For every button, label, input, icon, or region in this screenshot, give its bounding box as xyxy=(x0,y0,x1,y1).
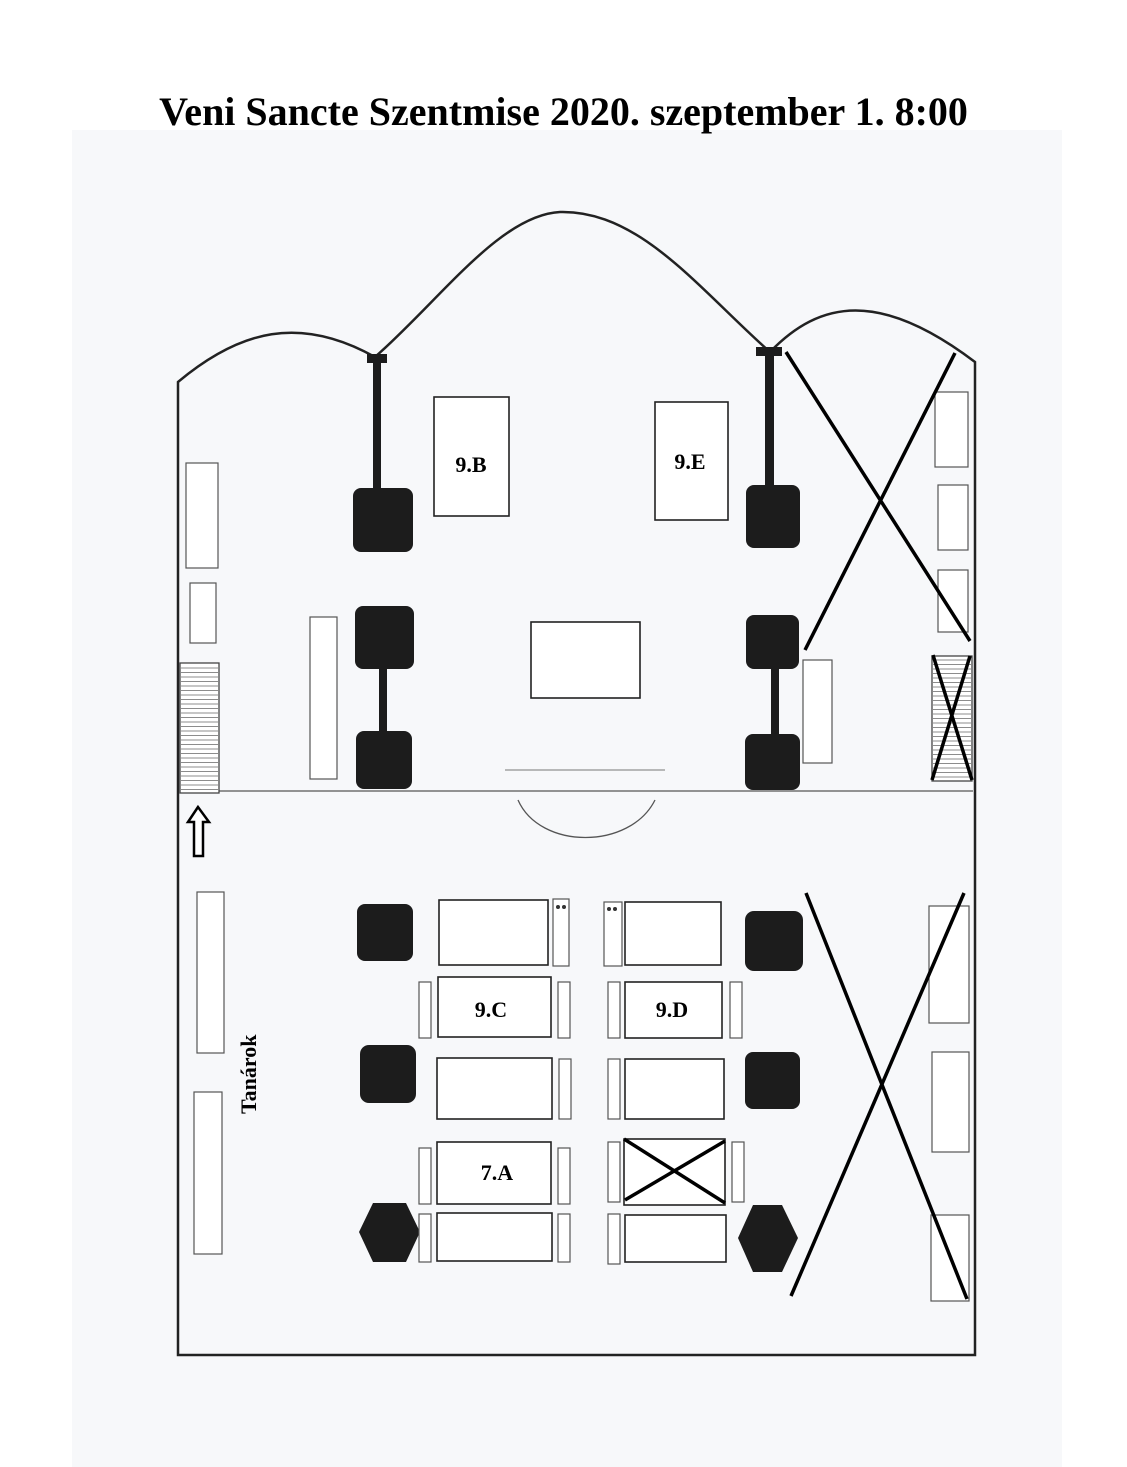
page-title: Veni Sancte Szentmise 2020. szeptember 1… xyxy=(159,89,968,134)
entrance-arrow-icon xyxy=(185,804,212,858)
pew-right-2 xyxy=(624,981,723,1039)
cross-out-pew-right-4 xyxy=(624,1139,726,1202)
pillar-choir-right-1 xyxy=(746,485,800,548)
cross-out-stairs-right xyxy=(930,655,972,781)
pillar-nave-right-1 xyxy=(745,911,803,971)
cross-out-choir-right xyxy=(784,351,972,642)
pillar-choir-right-2 xyxy=(746,615,799,669)
label-9c: 9.C xyxy=(475,997,507,1022)
pew-right-4-endcap-b xyxy=(731,1141,745,1203)
cross-out-nave-right xyxy=(789,892,966,1297)
label-9b: 9.B xyxy=(455,452,487,477)
cross-out-choir-right xyxy=(803,352,957,651)
bench-9b xyxy=(433,396,510,517)
pew-marker xyxy=(562,905,566,909)
altar xyxy=(530,621,641,699)
pillar-choir-left-1 xyxy=(353,488,413,552)
pew-marker xyxy=(613,907,617,911)
pew-left-5-endcap-a xyxy=(418,1213,432,1263)
pillar-choir-left-3 xyxy=(356,731,412,789)
pillar-nave-left-hexagon xyxy=(359,1203,420,1262)
beam-right-lower xyxy=(771,668,779,736)
pillar-nave-right-hexagon xyxy=(738,1205,798,1272)
pew-left-3 xyxy=(436,1057,553,1120)
pew-left-1 xyxy=(438,899,549,966)
beam-left xyxy=(373,360,381,490)
side-bench-left-1 xyxy=(185,462,219,569)
pew-left-2 xyxy=(437,976,552,1038)
altar-step-arc xyxy=(517,799,656,838)
pew-right-4-endcap-a xyxy=(607,1141,621,1203)
pillar-nave-right-2 xyxy=(745,1052,800,1109)
side-bench-left-3 xyxy=(309,616,338,780)
pew-right-2-endcap-a xyxy=(607,981,621,1039)
side-bench-right-2 xyxy=(937,484,969,551)
teachers-bench-1 xyxy=(196,891,225,1054)
pew-left-4-endcap-a xyxy=(418,1147,432,1205)
beam-right xyxy=(765,352,774,488)
cross-out-nave-right xyxy=(804,892,969,1300)
pew-marker xyxy=(556,905,560,909)
pew-left-2-endcap-b xyxy=(557,981,571,1039)
label-teachers: Tanárok xyxy=(236,1034,261,1114)
label-7a: 7.A xyxy=(481,1160,514,1185)
pew-right-3 xyxy=(624,1058,725,1120)
pew-right-2-endcap-b xyxy=(729,981,743,1039)
pew-left-5 xyxy=(436,1212,553,1262)
label-9e: 9.E xyxy=(674,449,705,474)
pew-right-end-1 xyxy=(603,901,623,967)
pew-left-2-endcap-a xyxy=(418,981,432,1039)
beam-left-lower xyxy=(379,668,387,734)
pillar-nave-left-2 xyxy=(360,1045,416,1103)
pillar-choir-right-3 xyxy=(745,734,800,790)
pew-right-5 xyxy=(624,1214,727,1263)
beam-left-top xyxy=(367,354,387,363)
pillar-choir-left-2 xyxy=(355,606,414,669)
pew-right-1 xyxy=(624,901,722,966)
side-bench-left-2 xyxy=(189,582,217,644)
pew-left-end-1 xyxy=(552,898,570,967)
side-bench-right-1 xyxy=(934,391,969,468)
side-bench-right-4 xyxy=(802,659,833,764)
beam-right-top xyxy=(756,347,782,356)
side-bench-right-nave-2 xyxy=(931,1051,970,1153)
label-9d: 9.D xyxy=(656,997,688,1022)
pew-marker xyxy=(607,907,611,911)
pew-left-3-endcap xyxy=(558,1058,572,1120)
teachers-bench-2 xyxy=(193,1091,223,1255)
pew-left-5-endcap-b xyxy=(557,1213,571,1263)
staircase-left xyxy=(179,662,220,794)
bench-9e xyxy=(654,401,729,521)
church-outline xyxy=(176,210,977,1357)
pew-left-4 xyxy=(436,1141,552,1205)
pew-left-4-endcap-b xyxy=(557,1147,571,1205)
pew-right-3-endcap xyxy=(607,1058,621,1120)
pillar-nave-left-1 xyxy=(357,904,413,961)
pew-right-5-endcap xyxy=(607,1213,621,1265)
